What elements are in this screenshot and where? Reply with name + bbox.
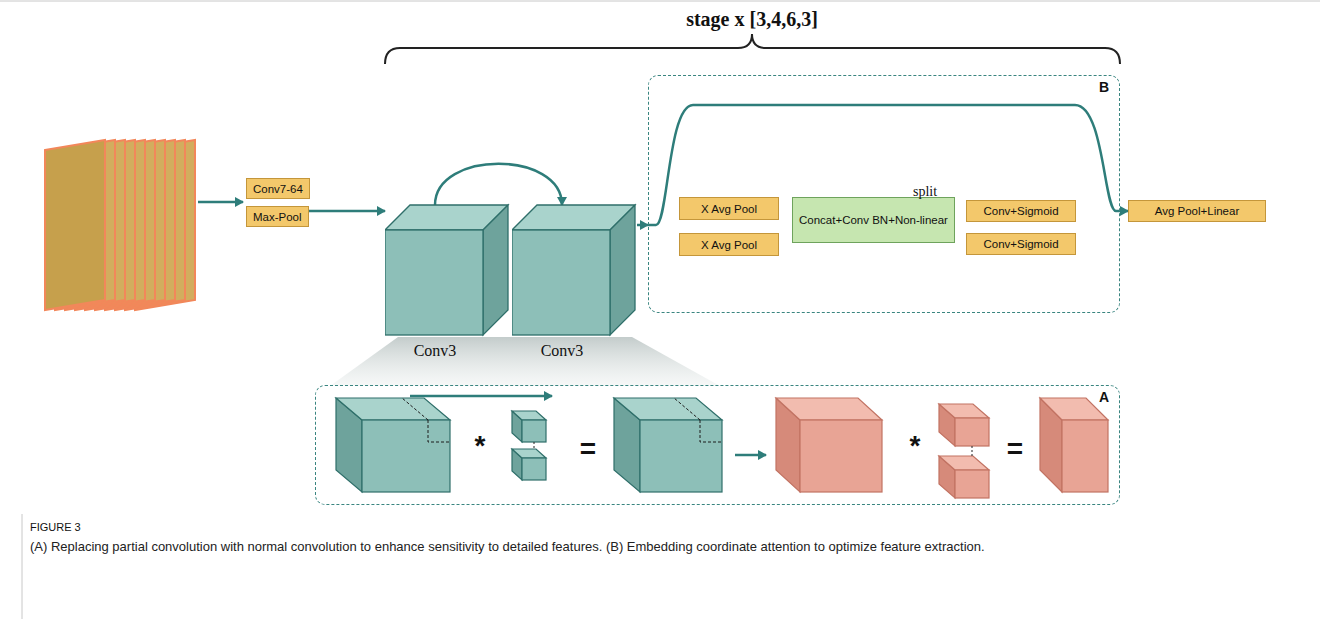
block-top bbox=[512, 411, 546, 420]
input-arrow bbox=[198, 201, 243, 204]
block-top bbox=[614, 398, 722, 420]
dashed-link bbox=[534, 442, 535, 449]
module-region: A bbox=[315, 385, 1120, 505]
sub-block-outline bbox=[674, 398, 722, 442]
flow-arrow bbox=[410, 395, 552, 398]
block-top bbox=[512, 449, 546, 458]
cube-front bbox=[512, 230, 610, 335]
process-box: Conv7-64 bbox=[246, 178, 310, 199]
process-box: X Avg Pool bbox=[679, 233, 779, 256]
block-front bbox=[522, 458, 546, 480]
stage-title: stage x [3,4,6,3] bbox=[686, 8, 818, 31]
process-box: Avg Pool+Linear bbox=[1128, 200, 1266, 222]
box-label: Conv+Sigmoid bbox=[983, 205, 1058, 217]
box-label: Conv+Sigmoid bbox=[983, 238, 1058, 250]
panel-letter: B bbox=[1099, 79, 1109, 95]
block-front bbox=[362, 420, 450, 492]
connector-arrow bbox=[309, 210, 385, 213]
block-front bbox=[955, 418, 989, 446]
sub-block-outline bbox=[402, 398, 450, 442]
zoom-shade bbox=[330, 337, 720, 386]
process-box: Max-Pool bbox=[246, 206, 309, 227]
box-label: X Avg Pool bbox=[701, 239, 757, 251]
dashed-link bbox=[972, 446, 973, 456]
cube-shape bbox=[385, 200, 510, 338]
top-rule bbox=[0, 1, 1320, 2]
conv-block: Conv3 bbox=[512, 200, 637, 366]
caption-rule bbox=[22, 514, 23, 619]
operator-symbol: * bbox=[910, 430, 921, 462]
cube-front bbox=[385, 230, 483, 335]
cube-shape bbox=[512, 200, 637, 338]
figure-number: FIGURE 3 bbox=[30, 521, 81, 533]
block-top bbox=[776, 398, 882, 420]
connector-arrow bbox=[435, 164, 562, 205]
process-box: Conv+Sigmoid bbox=[966, 200, 1076, 222]
stage-brace bbox=[385, 34, 1120, 64]
input-slice bbox=[45, 140, 105, 310]
module-region: BX Avg PoolX Avg PoolConcat+Conv BN+Non-… bbox=[648, 75, 1120, 313]
box-label: Max-Pool bbox=[253, 211, 302, 223]
block-front bbox=[800, 420, 882, 492]
flow-arrow bbox=[735, 454, 766, 457]
block-front bbox=[640, 420, 722, 492]
input-stack bbox=[45, 140, 195, 310]
block-label: Conv3 bbox=[385, 342, 485, 360]
split-label: split bbox=[913, 184, 937, 200]
operator-symbol: * bbox=[475, 430, 486, 462]
block-top bbox=[1040, 398, 1108, 420]
box-label: Conv7-64 bbox=[253, 183, 303, 195]
process-box: Concat+Conv BN+Non-linear bbox=[792, 197, 955, 243]
box-label: X Avg Pool bbox=[701, 203, 757, 215]
box-label: Avg Pool+Linear bbox=[1155, 205, 1240, 217]
operator-symbol: = bbox=[1007, 433, 1023, 465]
block-top bbox=[939, 456, 989, 470]
cube-side bbox=[483, 205, 508, 335]
block-label: Conv3 bbox=[512, 342, 612, 360]
panel-letter: A bbox=[1099, 389, 1109, 405]
process-box: X Avg Pool bbox=[679, 197, 779, 220]
block-front bbox=[955, 470, 989, 498]
figure-caption: (A) Replacing partial convolution with n… bbox=[30, 538, 1300, 556]
block-top bbox=[336, 398, 450, 420]
conv-illustration bbox=[336, 398, 1108, 498]
cube-side bbox=[610, 205, 635, 335]
block-front bbox=[1062, 420, 1108, 492]
conv-block: Conv3 bbox=[385, 200, 510, 366]
process-box: Conv+Sigmoid bbox=[966, 233, 1076, 255]
box-label: Concat+Conv BN+Non-linear bbox=[799, 213, 948, 228]
block-top bbox=[939, 404, 989, 418]
block-front bbox=[522, 420, 546, 442]
connector-arrow bbox=[637, 224, 648, 227]
operator-symbol: = bbox=[580, 433, 596, 465]
